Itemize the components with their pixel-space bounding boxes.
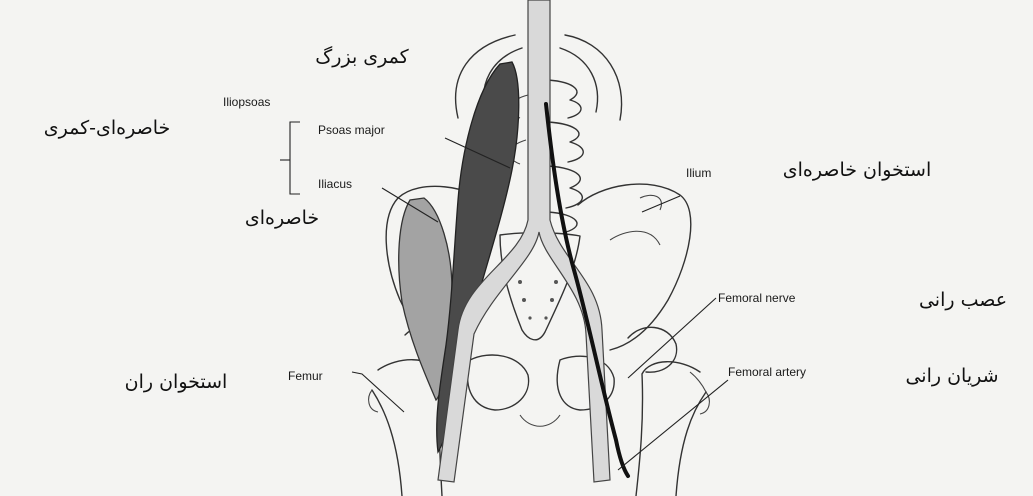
label-iliopsoas: Iliopsoas bbox=[223, 95, 270, 109]
femurs bbox=[369, 360, 710, 496]
persian-iliopsoas: خاصره‌ای-کمری bbox=[44, 117, 171, 139]
persian-ilium: استخوان خاصره‌ای bbox=[783, 159, 932, 181]
persian-psoas-major: کمری بزرگ bbox=[315, 46, 409, 68]
label-ilium: Ilium bbox=[686, 166, 711, 180]
persian-femur: استخوان ران bbox=[125, 371, 228, 393]
persian-femoral-nerve: عصب رانی bbox=[919, 289, 1007, 311]
label-psoas-major: Psoas major bbox=[318, 123, 385, 137]
persian-iliacus: خاصره‌ای bbox=[245, 207, 319, 229]
label-iliacus: Iliacus bbox=[318, 177, 352, 191]
label-femoral-artery: Femoral artery bbox=[728, 365, 806, 379]
label-femoral-nerve: Femoral nerve bbox=[718, 291, 796, 305]
persian-femoral-artery: شریان رانی bbox=[905, 365, 998, 387]
label-femur: Femur bbox=[288, 369, 323, 383]
